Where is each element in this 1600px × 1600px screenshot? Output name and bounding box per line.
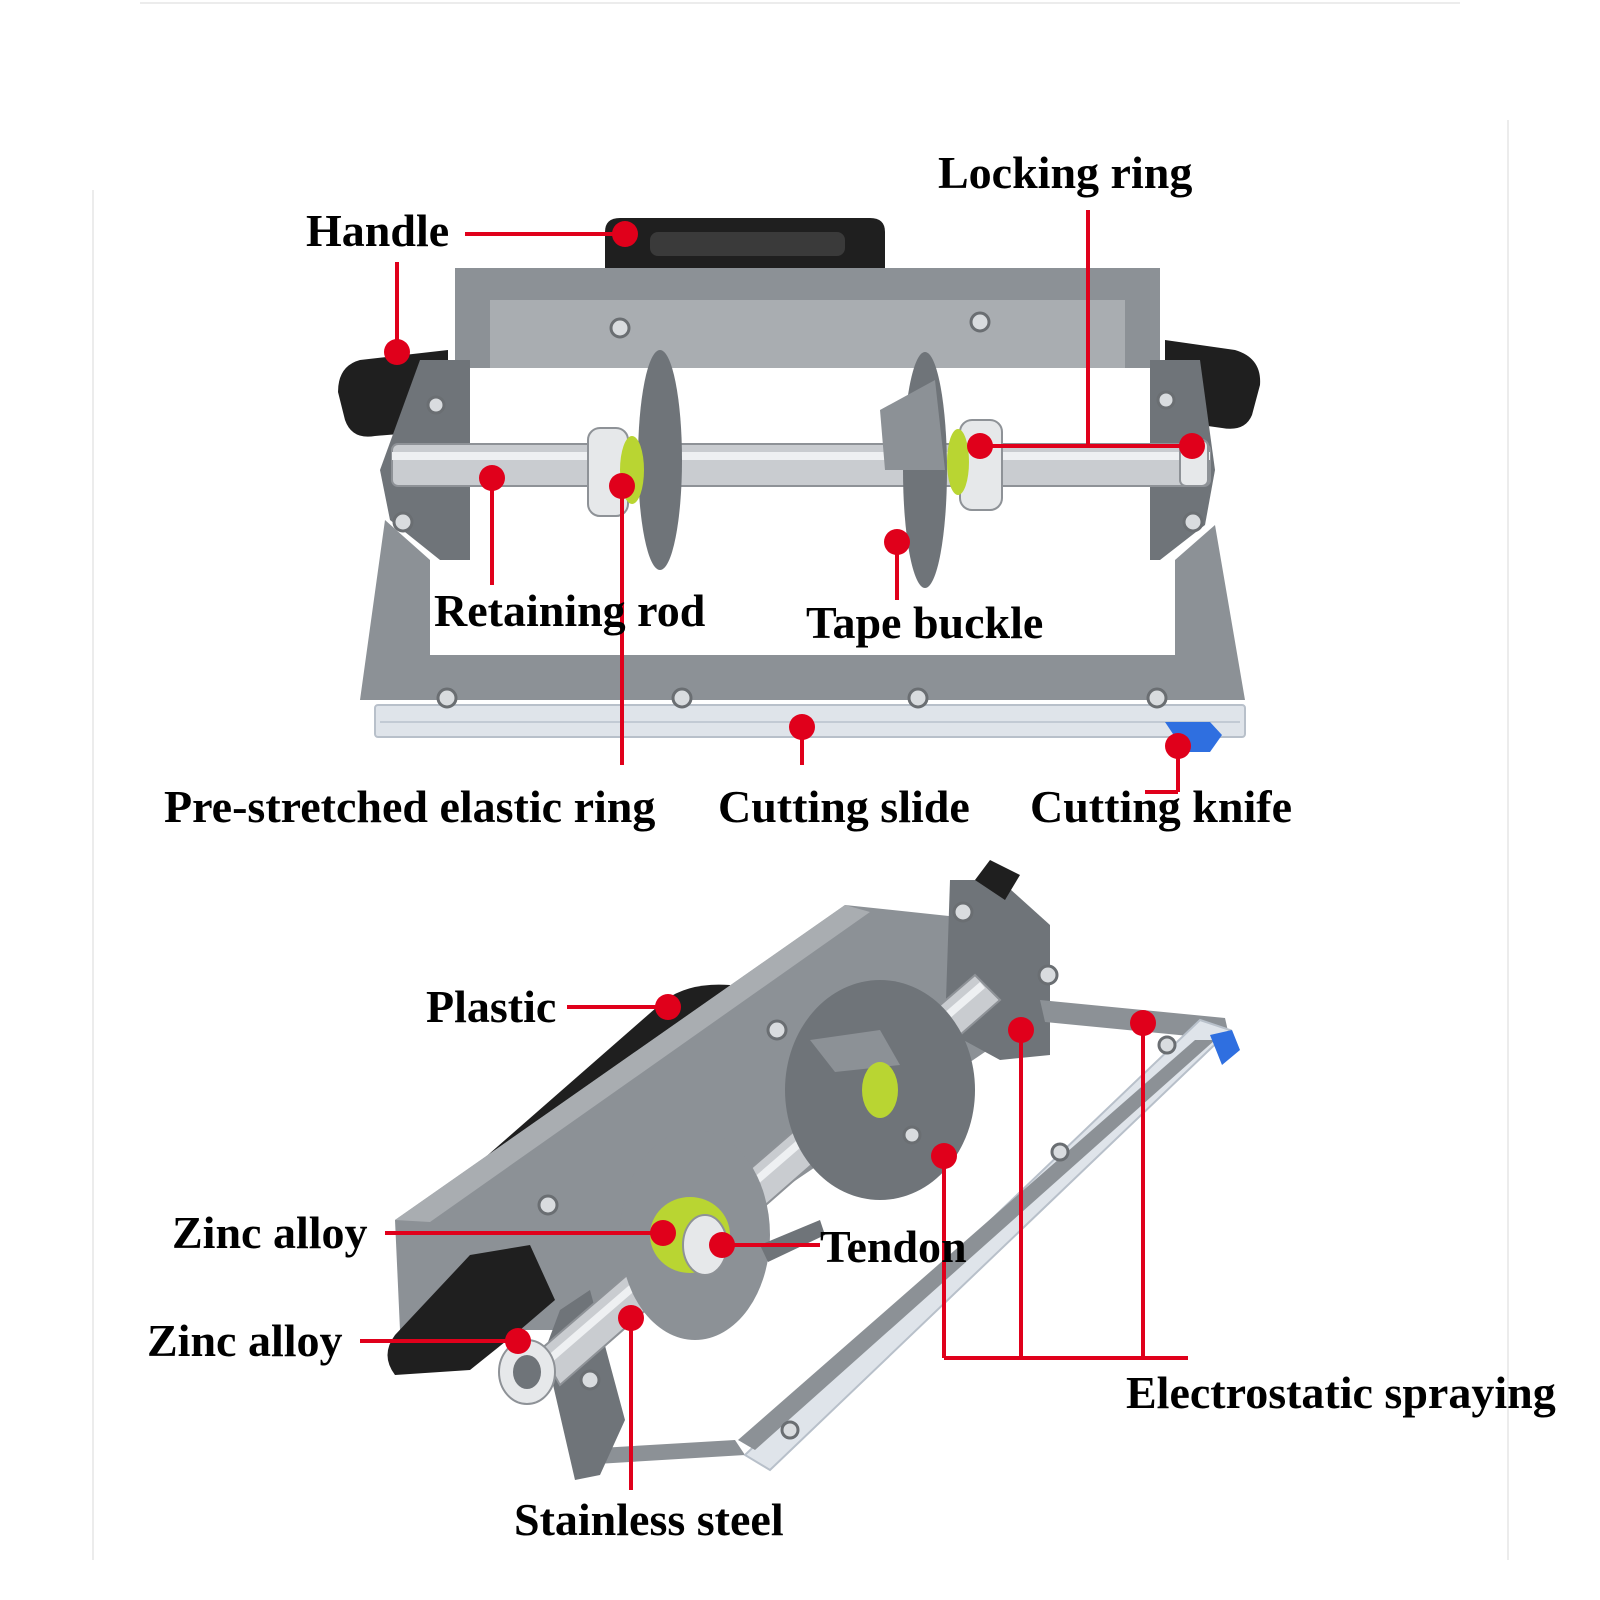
top-handle-slot <box>650 232 845 256</box>
label-tendon: Tendon <box>820 1221 967 1272</box>
bottom-frame-front <box>738 1040 1215 1450</box>
label-retaining-rod: Retaining rod <box>434 585 706 636</box>
top-bottom-bolts <box>392 311 1204 709</box>
top-frame-back-face <box>490 300 1125 368</box>
bottom-ring-rear <box>862 1062 898 1118</box>
top-frame-bottom <box>360 520 1245 700</box>
bottom-dispenser-illustration <box>387 860 1240 1480</box>
top-dispenser-illustration <box>338 218 1261 752</box>
bottom-bolts <box>537 901 1177 1440</box>
top-frame-back <box>455 268 1160 368</box>
top-elastic-ring-right <box>947 429 969 495</box>
label-stainless-steel: Stainless steel <box>514 1494 784 1545</box>
top-retaining-rod-shape <box>391 443 1211 487</box>
label-cutting-knife: Cutting knife <box>1030 781 1292 832</box>
top-labels: Handle Locking ring Retaining rod Tape b… <box>164 147 1292 832</box>
label-plastic: Plastic <box>426 981 556 1032</box>
label-handle: Handle <box>306 205 449 256</box>
label-electrostatic-spraying: Electrostatic spraying <box>1126 1367 1556 1418</box>
bottom-labels: Plastic Zinc alloy Zinc alloy Tendon Ele… <box>147 981 1556 1545</box>
bottom-leaders <box>360 994 1188 1490</box>
label-zinc-alloy-1: Zinc alloy <box>172 1207 368 1258</box>
top-frame-bottom-opening <box>432 560 1174 653</box>
label-cutting-slide: Cutting slide <box>718 781 970 832</box>
label-tape-buckle: Tape buckle <box>806 597 1043 648</box>
bottom-disc-front-buckle <box>760 1220 825 1262</box>
label-zinc-alloy-2: Zinc alloy <box>147 1315 343 1366</box>
photo-border <box>92 2 1509 1560</box>
bottom-cutting-knife <box>1210 1030 1240 1065</box>
top-disc-left <box>638 350 682 570</box>
bottom-disc-rear-buckle <box>810 1030 900 1072</box>
top-leaders <box>384 210 1205 794</box>
bottom-back-plate-top <box>395 905 870 1222</box>
top-tape-buckle-shape <box>880 380 945 470</box>
top-retaining-rod-highlight <box>392 452 1210 460</box>
bottom-rod-endcap-inner <box>513 1355 541 1389</box>
top-cutting-knife-shape <box>1165 722 1222 752</box>
label-locking-ring: Locking ring <box>938 147 1192 198</box>
bottom-side-handle-right <box>975 860 1020 900</box>
label-elastic-ring: Pre-stretched elastic ring <box>164 781 655 832</box>
